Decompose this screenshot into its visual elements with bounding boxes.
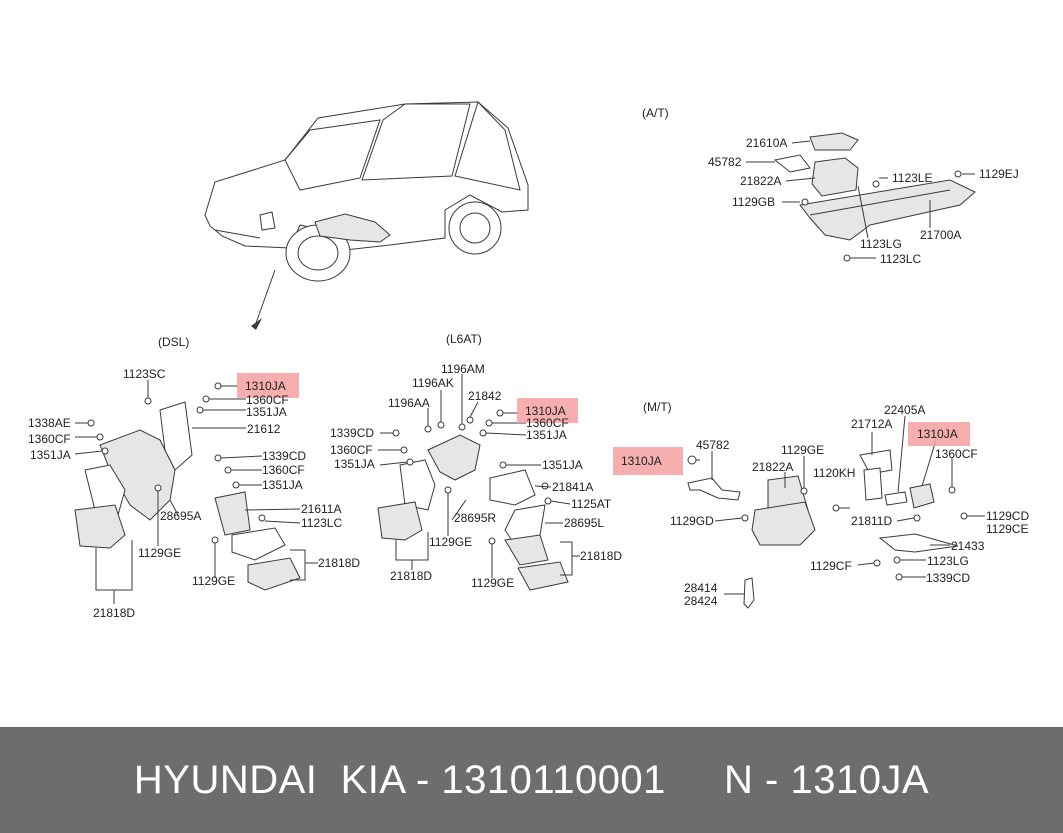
part-label: 1351JA — [262, 478, 303, 492]
part-label: 1351JA — [30, 448, 71, 462]
part-label: 1129GE — [429, 535, 472, 549]
part-label-highlighted: 1310JA — [621, 454, 662, 468]
footer-brand-number: HYUNDAI KIA - 1310110001 — [133, 757, 666, 802]
part-label: 21842 — [468, 389, 502, 403]
part-label: 28424 — [684, 594, 718, 608]
part-label: 1360CF — [526, 416, 569, 430]
part-label: 1129GE — [471, 576, 514, 590]
part-label: 1339CD — [926, 571, 970, 585]
part-label: 1196AM — [441, 362, 485, 376]
part-label: 1360CF — [330, 443, 373, 457]
section-title-at: (A/T) — [642, 106, 669, 120]
part-label: 21433 — [951, 539, 985, 553]
part-label: 1196AA — [388, 396, 430, 410]
part-label: 28695R — [454, 511, 496, 525]
section-title-dsl: (DSL) — [158, 335, 189, 349]
part-label: 1129GE — [138, 546, 181, 560]
parts-diagram: (A/T) (DSL) (L6AT) (M/T) 21610A 45782 21… — [28, 101, 1029, 620]
part-label: 1351JA — [542, 458, 583, 472]
dsl-labels: 1123SC 1310JA 1360CF 1351JA 1338AE 1360C… — [28, 367, 360, 620]
at-labels: 21610A 45782 21822A 1123LE 1129EJ 1129GB… — [708, 136, 1019, 266]
section-title-l6at: (L6AT) — [446, 332, 482, 346]
part-label: 21611A — [301, 502, 341, 516]
part-label: 21811D — [851, 514, 892, 528]
part-label: 1120KH — [813, 466, 855, 480]
part-label: 1360CF — [28, 432, 71, 446]
part-label: 1123LG — [860, 237, 902, 251]
section-title-mt: (M/T) — [643, 400, 672, 414]
mt-assembly — [687, 415, 985, 609]
part-label: 1339CD — [330, 426, 374, 440]
part-label: 1338AE — [28, 416, 71, 430]
dsl-assembly — [74, 380, 318, 604]
part-label: 1129CE — [986, 522, 1028, 536]
part-label: 28695L — [564, 516, 604, 530]
part-label: 1123LC — [880, 252, 921, 266]
part-label: 1351JA — [526, 428, 567, 442]
highlight-box — [237, 373, 299, 398]
highlight-box — [908, 422, 970, 446]
part-label: 1360CF — [246, 393, 289, 407]
part-label: 21610A — [746, 136, 787, 150]
part-label: 1196AK — [412, 376, 454, 390]
part-label: 21612 — [247, 422, 281, 436]
part-label: 45782 — [708, 155, 742, 169]
part-label: 21712A — [851, 417, 892, 431]
part-label: 28695A — [160, 509, 201, 523]
at-assembly — [746, 132, 976, 262]
part-label-highlighted: 1310JA — [917, 427, 958, 441]
part-label: 21822A — [752, 460, 793, 474]
part-label: 1360CF — [262, 463, 305, 477]
part-label: 1129EJ — [979, 167, 1019, 181]
part-label: 1123SC — [123, 367, 166, 381]
part-label: 21818D — [318, 556, 360, 570]
part-label: 1129GB — [732, 195, 775, 209]
part-label: 21818D — [390, 569, 432, 583]
part-label: 45782 — [696, 438, 730, 452]
part-label: 1129GE — [192, 574, 235, 588]
part-label-highlighted: 1310JA — [525, 404, 566, 418]
highlight-box — [613, 447, 683, 475]
part-number-caption: HYUNDAI KIA - 1310110001 N - 1310JA — [0, 727, 1063, 833]
part-label: 21818D — [580, 549, 622, 563]
part-label: 1123LG — [927, 554, 969, 568]
l6at-labels: 1196AM 1196AK 21842 1196AA 1310JA 1360CF… — [330, 362, 622, 590]
part-label: 21700A — [920, 228, 961, 242]
vehicle-sketch — [204, 101, 529, 330]
part-label: 1351JA — [246, 405, 287, 419]
part-label: 1129GE — [781, 443, 824, 457]
footer-part-code: N - 1310JA — [724, 757, 930, 802]
part-label: 21818D — [93, 606, 135, 620]
part-label: 21822A — [740, 174, 781, 188]
part-label: 21841A — [552, 480, 593, 494]
part-label: 1125AT — [571, 497, 612, 511]
highlight-box — [517, 398, 578, 423]
footer-bar: HYUNDAI KIA - 1310110001 N - 1310JA — [0, 727, 1063, 833]
part-label: 1129GD — [670, 514, 714, 528]
mt-labels: 45782 1129GE 22405A 21712A 1310JA 1310JA… — [621, 403, 1029, 608]
part-label: 22405A — [884, 403, 925, 417]
part-label: 1129CF — [810, 559, 852, 573]
part-label: 1129CD — [986, 509, 1029, 523]
part-label: 1123LC — [301, 516, 342, 530]
part-label: 28414 — [684, 581, 718, 595]
part-label: 1351JA — [334, 457, 375, 471]
part-label: 1123LE — [892, 171, 932, 185]
part-label: 1339CD — [262, 449, 306, 463]
part-label: 1360CF — [935, 447, 978, 461]
l6at-assembly — [377, 374, 580, 591]
part-label-highlighted: 1310JA — [245, 379, 286, 393]
